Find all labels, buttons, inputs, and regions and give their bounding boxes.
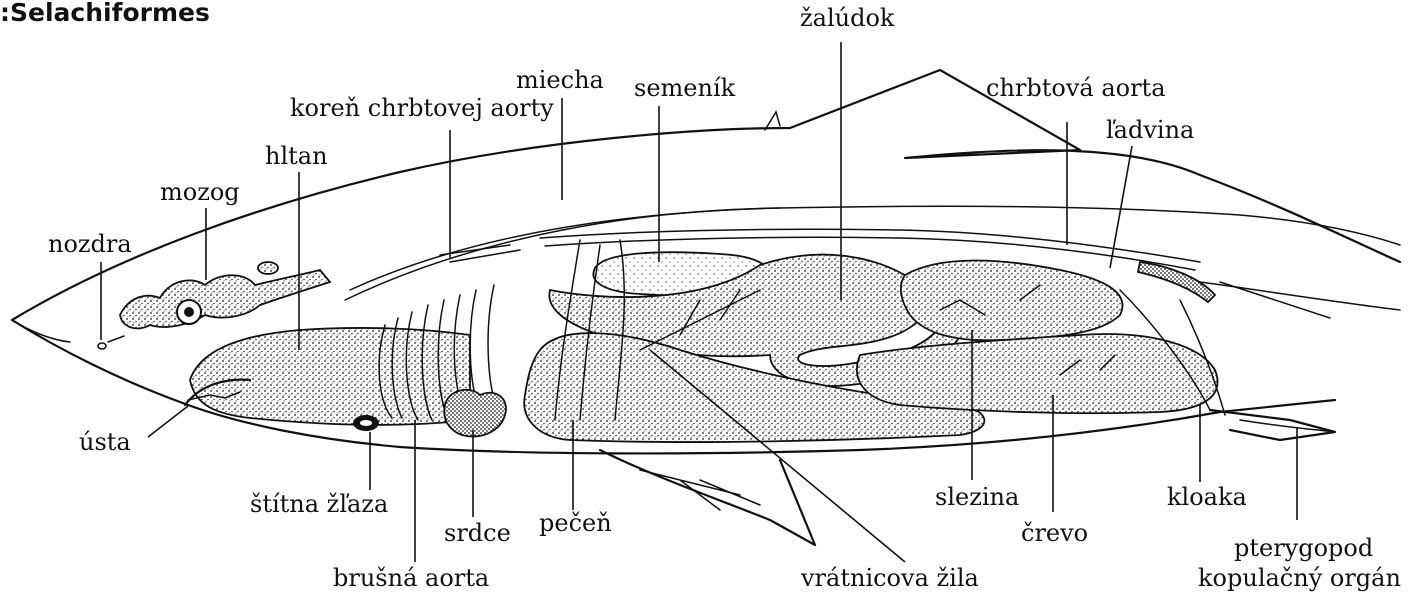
label-koren-chrbtovej-aorty: koreň chrbtovej aorty bbox=[290, 94, 554, 122]
label-kloaka: kloaka bbox=[1167, 483, 1247, 511]
label-pecen: pečeň bbox=[539, 509, 612, 537]
label-chrbtova-aorta: chrbtová aorta bbox=[986, 74, 1166, 102]
label-hltan: hltan bbox=[265, 142, 328, 170]
label-brusna-aorta: brušná aorta bbox=[333, 564, 489, 592]
label-vratnicova-zila: vrátnicova žila bbox=[800, 564, 979, 592]
label-mozog: mozog bbox=[160, 178, 240, 206]
label-miecha: miecha bbox=[516, 66, 604, 94]
label-kopulacny-organ: kopulačný orgán bbox=[1198, 564, 1401, 592]
label-semenik: semeník bbox=[634, 74, 736, 102]
label-nozdra: nozdra bbox=[48, 230, 132, 258]
label-pterygopod: pterygopod bbox=[1234, 534, 1373, 562]
label-radvina: ľadvina bbox=[1106, 116, 1194, 144]
label-usta: ústa bbox=[79, 428, 131, 456]
label-zaludok: žalúdok bbox=[800, 4, 895, 32]
label-srdce: srdce bbox=[444, 519, 511, 547]
label-slezina: slezina bbox=[935, 483, 1019, 511]
viscera bbox=[350, 208, 1225, 442]
label-crevo: črevo bbox=[1021, 519, 1088, 547]
label-stitna-zlaza: štítna žľaza bbox=[250, 490, 388, 518]
